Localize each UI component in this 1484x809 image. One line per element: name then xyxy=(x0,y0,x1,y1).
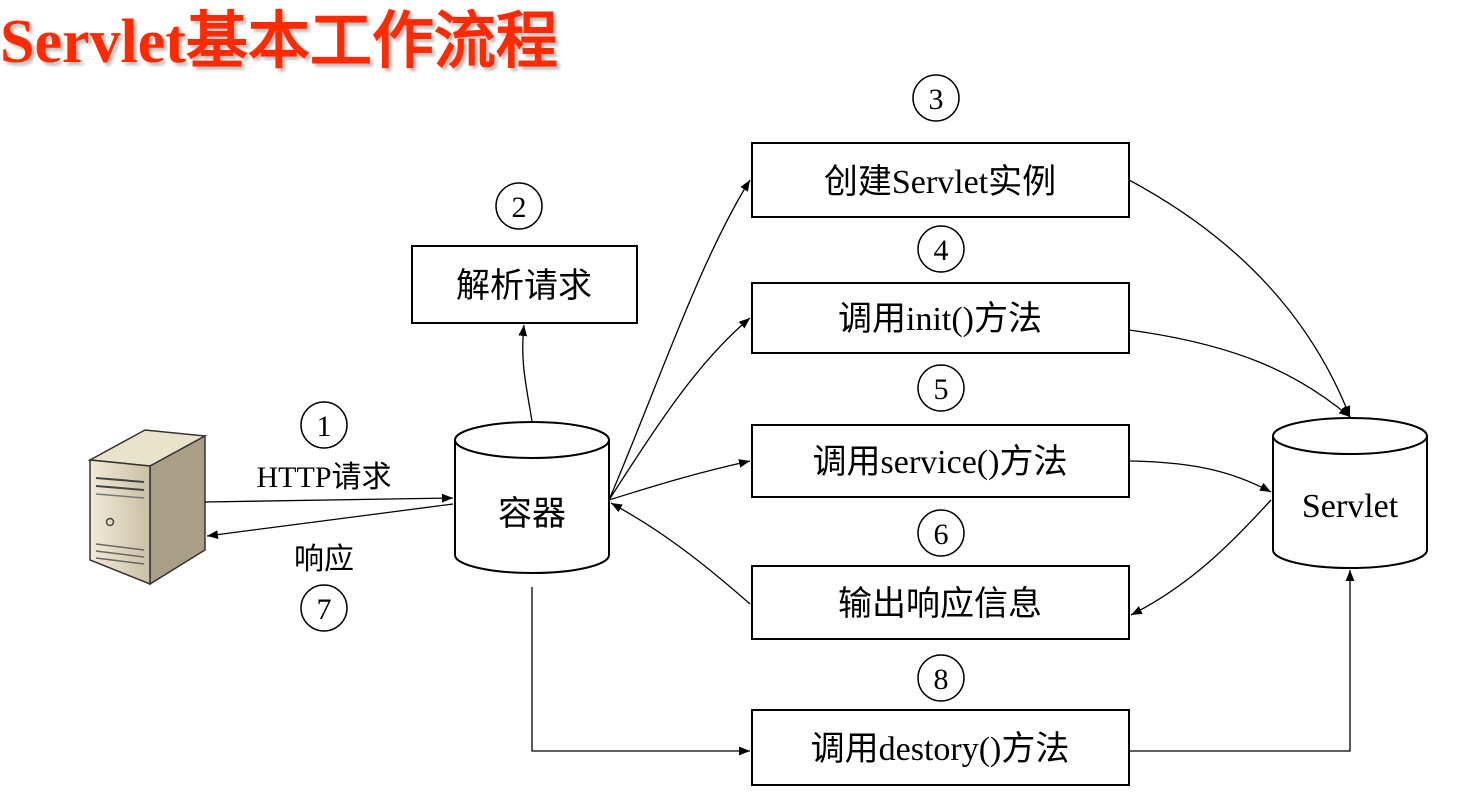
step-8-badge: 8 xyxy=(917,654,965,702)
parse-arrow xyxy=(518,324,533,422)
step-3-number: 3 xyxy=(929,83,944,116)
step-2-number: 2 xyxy=(512,191,527,224)
output-to-container-arrow xyxy=(610,502,751,605)
step-5-number: 5 xyxy=(934,373,949,406)
parse-request-box: 解析请求 xyxy=(411,245,638,324)
create-instance-label: 创建Servlet实例 xyxy=(824,163,1056,201)
step-4-badge: 4 xyxy=(917,225,965,273)
init-to-servlet-arrow xyxy=(1128,329,1351,418)
step-6-number: 6 xyxy=(934,518,949,551)
response-arrow xyxy=(206,503,454,539)
step-5-badge: 5 xyxy=(917,364,965,412)
service-label: 调用service()方法 xyxy=(813,443,1068,481)
service-arrow xyxy=(608,459,751,501)
step-2-badge: 2 xyxy=(495,182,543,230)
service-to-servlet-arrow xyxy=(1128,460,1272,493)
output-response-box: 输出响应信息 xyxy=(751,565,1130,640)
destroy-label: 调用destory()方法 xyxy=(811,730,1070,768)
servlet-to-output-arrow xyxy=(1130,499,1272,616)
init-label: 调用init()方法 xyxy=(838,300,1042,338)
servlet-cylinder xyxy=(1272,417,1428,569)
init-arrow xyxy=(608,317,751,501)
init-box: 调用init()方法 xyxy=(751,282,1130,354)
destroy-box: 调用destory()方法 xyxy=(751,709,1130,786)
parse-request-label: 解析请求 xyxy=(456,267,592,305)
server-tower-icon xyxy=(87,429,208,586)
destroy-to-servlet-arrow xyxy=(1129,570,1355,752)
step-1-number: 1 xyxy=(317,410,332,443)
step-1-badge: 1 xyxy=(300,401,348,449)
step-3-badge: 3 xyxy=(912,74,960,122)
container-to-destroy-arrow xyxy=(531,587,750,756)
response-label: 响应 xyxy=(294,543,354,576)
step-7-badge: 7 xyxy=(300,584,348,632)
create-to-servlet-arrow xyxy=(1128,179,1351,418)
http-request-label: HTTP请求 xyxy=(257,461,392,494)
step-8-number: 8 xyxy=(934,663,949,696)
output-response-label: 输出响应信息 xyxy=(838,585,1042,623)
page-title: Servlet基本工作流程 xyxy=(0,8,558,76)
create-instance-box: 创建Servlet实例 xyxy=(751,142,1130,218)
step-7-number: 7 xyxy=(317,593,332,626)
servlet-label: Servlet xyxy=(1302,488,1399,525)
create-arrow xyxy=(608,179,751,501)
step-6-badge: 6 xyxy=(917,509,965,557)
container-label: 容器 xyxy=(498,495,566,533)
request-arrow xyxy=(204,493,454,503)
container-cylinder xyxy=(454,421,610,574)
step-4-number: 4 xyxy=(934,234,949,267)
service-box: 调用service()方法 xyxy=(751,424,1130,498)
